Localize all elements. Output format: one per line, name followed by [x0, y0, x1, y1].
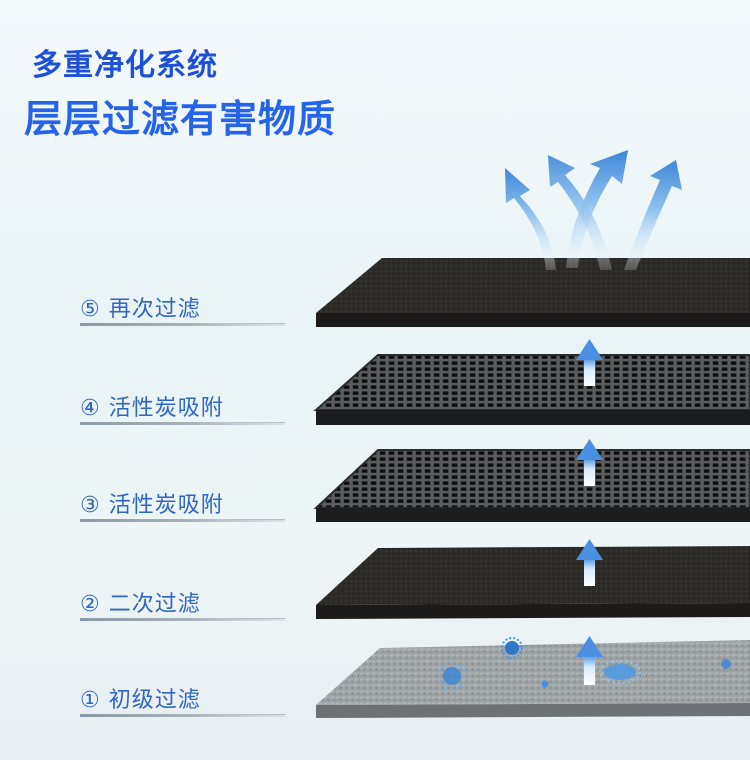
layer-5-number: ⑤	[80, 297, 101, 322]
layer-2-text: 二次过滤	[108, 592, 201, 617]
layer-1-number: ①	[80, 688, 101, 713]
headline-primary: 多重净化系统	[32, 48, 218, 83]
layer-1-text: 初级过滤	[108, 688, 201, 713]
layer-4-underline	[80, 422, 285, 425]
pollutant-particles	[438, 637, 731, 690]
layer-3-plate	[313, 449, 750, 522]
layer-4-text: 活性炭吸附	[108, 396, 224, 421]
layer-3-underline	[80, 519, 285, 522]
headline-secondary: 层层过滤有害物质	[24, 97, 337, 141]
layer-5-label: ⑤ 再次过滤	[80, 291, 201, 323]
layer-5-text: 再次过滤	[108, 297, 201, 322]
airflow-up-arrow-4	[576, 339, 603, 386]
layer-3-number: ③	[80, 493, 101, 518]
layer-3-text: 活性炭吸附	[108, 493, 224, 518]
layer-2-label: ② 二次过滤	[80, 586, 201, 618]
layer-2-plate	[316, 546, 750, 619]
layer-2-underline	[80, 618, 285, 621]
layer-5-plate	[316, 258, 750, 327]
layer-4-number: ④	[80, 396, 101, 421]
layer-1-underline	[80, 714, 285, 717]
layer-5-underline	[80, 323, 285, 326]
layer-1-plate	[316, 640, 750, 718]
layer-1-label: ① 初级过滤	[80, 682, 201, 714]
layer-4-label: ④ 活性炭吸附	[80, 390, 224, 422]
layer-2-number: ②	[80, 592, 101, 617]
layer-3-label: ③ 活性炭吸附	[80, 487, 224, 519]
airflow-up-arrow-2	[576, 539, 603, 586]
airflow-up-arrow-1	[576, 636, 603, 685]
layer-4-plate	[313, 354, 750, 425]
clean-air-arrows	[505, 150, 682, 270]
airflow-up-arrow-3	[576, 439, 603, 486]
